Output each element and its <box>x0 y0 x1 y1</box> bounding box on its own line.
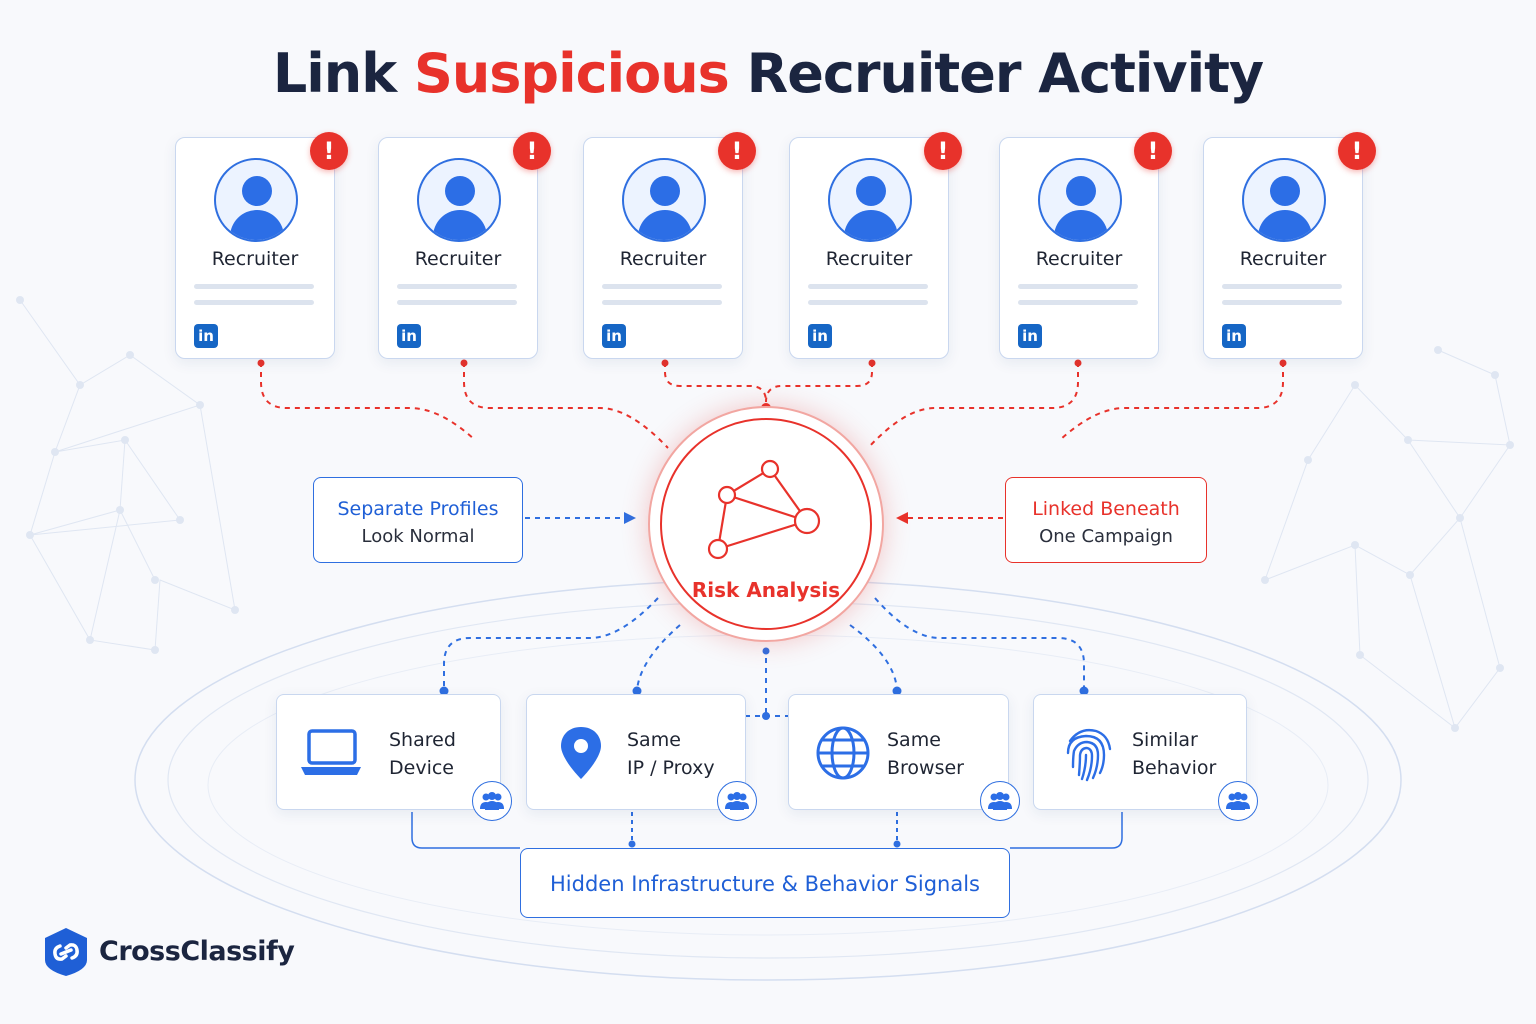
group-icon <box>472 781 512 821</box>
risk-analysis-ring <box>660 418 872 630</box>
title-part-2: Recruiter Activity <box>746 42 1265 105</box>
signal-line-2: IP / Proxy <box>627 757 715 779</box>
risk-analysis-hub[interactable]: Risk Analysis <box>648 406 884 642</box>
recruiter-card-2[interactable]: Recruiter in ! <box>378 132 551 359</box>
recruiter-card-5[interactable]: Recruiter in ! <box>999 132 1172 359</box>
brand-name: CrossClassify <box>99 936 295 967</box>
signal-line-2: Behavior <box>1132 757 1217 779</box>
alert-icon: ! <box>310 132 348 170</box>
signal-dots <box>439 647 1089 720</box>
recruiter-avatar-icon <box>214 158 298 242</box>
signal-same-ip-proxy[interactable]: Same IP / Proxy <box>526 694 757 821</box>
signal-line-2: Browser <box>887 757 964 779</box>
signals-bracket <box>411 812 1123 849</box>
profile-line-placeholder <box>194 300 314 305</box>
connector-dots <box>257 359 1287 413</box>
linkedin-icon: in <box>602 324 626 348</box>
alert-icon: ! <box>924 132 962 170</box>
recruiter-avatar-icon <box>1242 158 1326 242</box>
linkedin-icon: in <box>397 324 421 348</box>
card-connectors <box>260 362 1284 449</box>
linked-campaign-note: Linked Beneath One Campaign <box>1005 477 1207 563</box>
recruiter-label: Recruiter <box>825 248 913 270</box>
fingerprint-icon <box>1066 728 1112 782</box>
linkedin-icon: in <box>1222 324 1246 348</box>
profile-line-placeholder <box>397 300 517 305</box>
recruiter-label: Recruiter <box>619 248 707 270</box>
page-title: Link Suspicious Recruiter Activity <box>0 42 1536 105</box>
recruiter-avatar-icon <box>622 158 706 242</box>
profile-line-placeholder <box>808 300 928 305</box>
signal-same-browser[interactable]: Same Browser <box>788 694 1020 821</box>
title-highlight: Suspicious <box>413 42 730 105</box>
alert-icon: ! <box>1338 132 1376 170</box>
profile-line-placeholder <box>1018 284 1138 289</box>
profile-line-placeholder <box>1222 300 1342 305</box>
signal-line-1: Same <box>627 729 681 751</box>
profile-line-placeholder <box>602 284 722 289</box>
risk-analysis-label: Risk Analysis <box>691 578 841 602</box>
location-pin-icon <box>561 727 601 779</box>
linkedin-icon: in <box>194 324 218 348</box>
laptop-icon <box>301 729 361 775</box>
alert-icon: ! <box>513 132 551 170</box>
recruiter-card-1[interactable]: Recruiter in ! <box>175 132 348 359</box>
linkedin-icon: in <box>1018 324 1042 348</box>
crossclassify-logo-icon <box>45 928 87 976</box>
profile-line-placeholder <box>808 284 928 289</box>
profile-line-placeholder <box>1018 300 1138 305</box>
recruiter-label: Recruiter <box>211 248 299 270</box>
signal-shared-device[interactable]: Shared Device <box>276 694 512 821</box>
linkedin-icon: in <box>808 324 832 348</box>
recruiter-label: Recruiter <box>1239 248 1327 270</box>
profile-line-placeholder <box>397 284 517 289</box>
recruiter-avatar-icon <box>1038 158 1122 242</box>
separate-profiles-note: Separate Profiles Look Normal <box>313 477 523 563</box>
recruiter-card-3[interactable]: Recruiter in ! <box>583 132 756 359</box>
profile-line-placeholder <box>194 284 314 289</box>
side-arrows <box>525 512 1003 524</box>
profile-line-placeholder <box>1222 284 1342 289</box>
title-part-1: Link <box>272 42 397 105</box>
globe-icon <box>816 726 870 780</box>
group-icon <box>980 781 1020 821</box>
signal-similar-behavior[interactable]: Similar Behavior <box>1033 694 1258 821</box>
signal-line-1: Similar <box>1132 729 1198 751</box>
recruiter-label: Recruiter <box>414 248 502 270</box>
recruiter-card-4[interactable]: Recruiter in ! <box>789 132 962 359</box>
alert-icon: ! <box>718 132 756 170</box>
recruiter-label: Recruiter <box>1035 248 1123 270</box>
recruiter-avatar-icon <box>417 158 501 242</box>
recruiter-card-6[interactable]: Recruiter in ! <box>1203 132 1376 359</box>
group-icon <box>717 781 757 821</box>
group-icon <box>1218 781 1258 821</box>
signal-line-2: Device <box>389 757 454 779</box>
background-mesh-right <box>1264 349 1511 730</box>
network-graph-icon <box>707 459 821 560</box>
note-line-2: Look Normal <box>361 526 475 547</box>
alert-icon: ! <box>1134 132 1172 170</box>
hidden-signals-box: Hidden Infrastructure & Behavior Signals <box>520 848 1010 918</box>
note-line-2: One Campaign <box>1039 526 1173 547</box>
note-line-1: Linked Beneath <box>1032 498 1180 520</box>
note-line-1: Separate Profiles <box>337 498 499 520</box>
profile-line-placeholder <box>602 300 722 305</box>
signal-line-1: Same <box>887 729 941 751</box>
recruiter-avatar-icon <box>828 158 912 242</box>
signal-line-1: Shared <box>389 729 456 751</box>
